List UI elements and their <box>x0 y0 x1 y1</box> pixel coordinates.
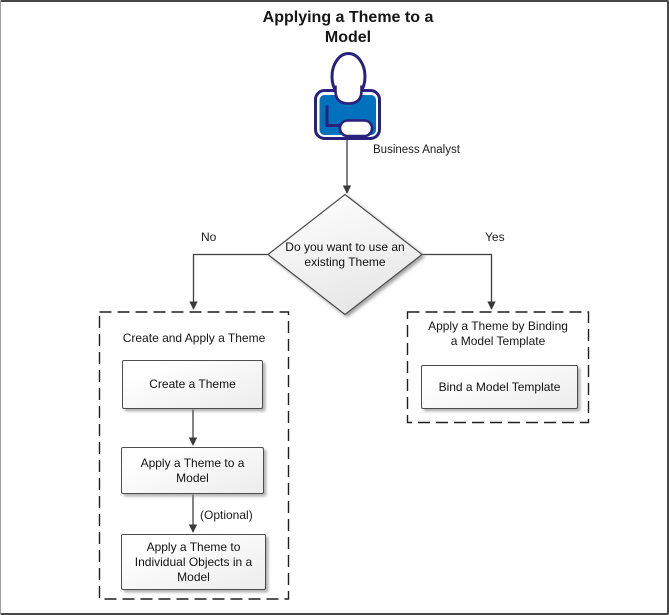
optional-label: (Optional) <box>200 508 253 522</box>
create-apply-theme-group-title: Create and Apply a Theme <box>122 331 266 345</box>
actor-hand <box>338 119 374 138</box>
decision-diamond <box>267 193 423 316</box>
step-apply-theme-to-objects: Apply a Theme to Individual Objects in a… <box>121 534 266 590</box>
decision-no-label: No <box>201 230 217 244</box>
bind-template-group-frame <box>406 311 590 424</box>
connector-decision-yes <box>422 253 496 310</box>
decision-yes-label: Yes <box>485 230 505 244</box>
decision-question: Do you want to use an existing Theme <box>285 240 405 269</box>
actor-label: Business Analyst <box>373 144 460 156</box>
actor-collar <box>334 85 363 105</box>
bind-template-group-title: Apply a Theme by Binding a Model Templat… <box>428 319 568 348</box>
create-apply-theme-group-frame <box>98 311 290 600</box>
step-create-a-theme: Create a Theme <box>122 360 263 409</box>
step-apply-theme-to-model: Apply a Theme to a Model <box>121 447 264 494</box>
connector-decision-no <box>189 253 268 310</box>
step-bind-model-template: Bind a Model Template <box>421 365 578 409</box>
diagram-title: Applying a Theme to a Model <box>262 9 434 46</box>
business-analyst-icon <box>314 52 381 140</box>
